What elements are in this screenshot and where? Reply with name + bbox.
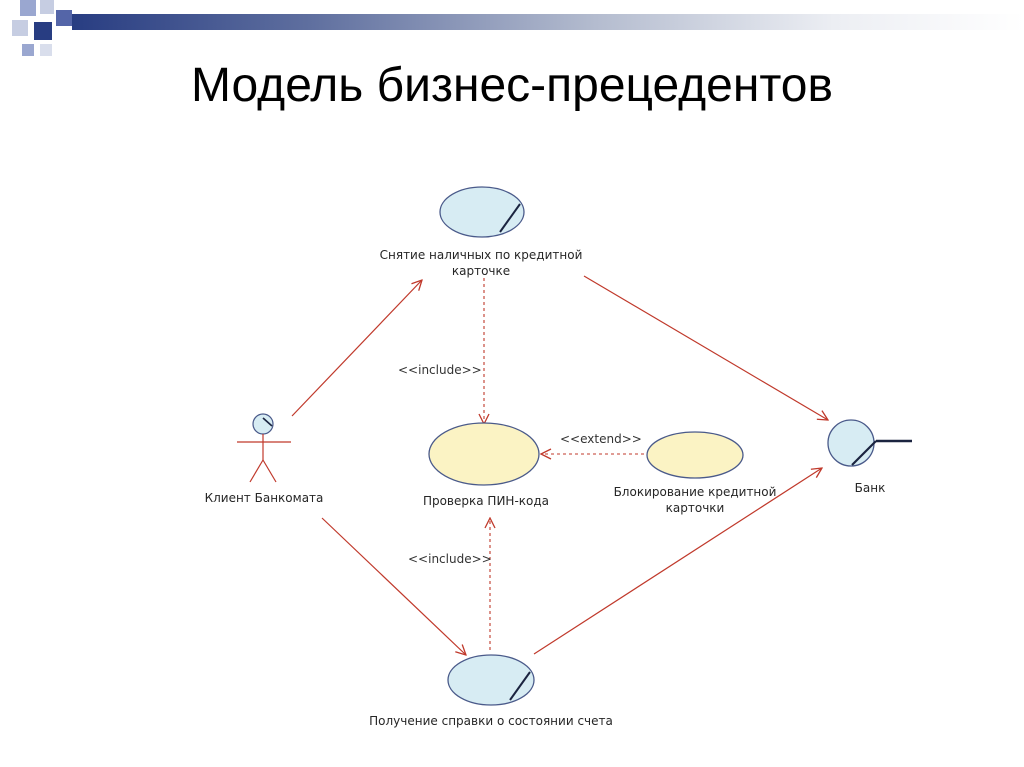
business-use-case-balance-slash <box>509 671 531 701</box>
use-case-block-label-line2: карточки <box>666 501 725 515</box>
use-case-pin-label: Проверка ПИН-кода <box>423 494 549 508</box>
use-case-balance-label: Получение справки о состоянии счета <box>369 714 613 728</box>
use-case-pin: Проверка ПИН-кода <box>423 422 549 508</box>
slide-title: Модель бизнес-прецедентов <box>191 59 833 112</box>
business-actor-circle-icon <box>827 419 875 467</box>
use-case-withdraw-label-line1: Снятие наличных по кредитной <box>380 248 583 262</box>
use-case-balance: Получение справки о состоянии счета <box>369 654 613 728</box>
use-case-withdraw: Снятие наличных по кредитной карточке <box>380 186 583 278</box>
business-actor-bank-slash <box>851 440 877 466</box>
actor-client: Клиент Банкомата <box>205 413 324 505</box>
association-balance-bank <box>533 468 822 655</box>
business-use-case-withdraw-icon <box>439 186 525 238</box>
association-withdraw-bank <box>583 275 828 420</box>
header-gradient-bar <box>72 14 1024 30</box>
decor-square-4 <box>12 20 28 36</box>
association-client-balance <box>321 517 466 655</box>
decor-square-6 <box>22 44 34 56</box>
decor-square-5 <box>34 22 52 40</box>
decor-square-7 <box>40 44 52 56</box>
business-use-case-balance-icon <box>447 654 535 706</box>
relationships: <<include>> <<include>> <<extend>> <box>291 275 828 655</box>
association-client-withdraw <box>291 280 422 417</box>
business-actor-stick-figure-icon <box>237 413 291 483</box>
include-label-bottom: <<include>> <box>408 552 492 566</box>
actor-bank: Банк <box>827 419 912 495</box>
actor-client-label: Клиент Банкомата <box>205 491 324 505</box>
use-case-block: Блокирование кредитной карточки <box>614 431 777 515</box>
include-label-top: <<include>> <box>398 363 482 377</box>
use-case-pin-ellipse <box>428 422 540 486</box>
actor-bank-label: Банк <box>855 481 886 495</box>
extend-label: <<extend>> <box>560 432 642 446</box>
decor-square-3 <box>56 10 72 26</box>
decor-square-2 <box>40 0 54 14</box>
use-case-withdraw-label-line2: карточке <box>452 264 510 278</box>
use-case-block-label-line1: Блокирование кредитной <box>614 485 777 499</box>
business-use-case-withdraw-slash <box>499 203 521 233</box>
use-case-block-ellipse <box>646 431 744 479</box>
decor-square-1 <box>20 0 36 16</box>
